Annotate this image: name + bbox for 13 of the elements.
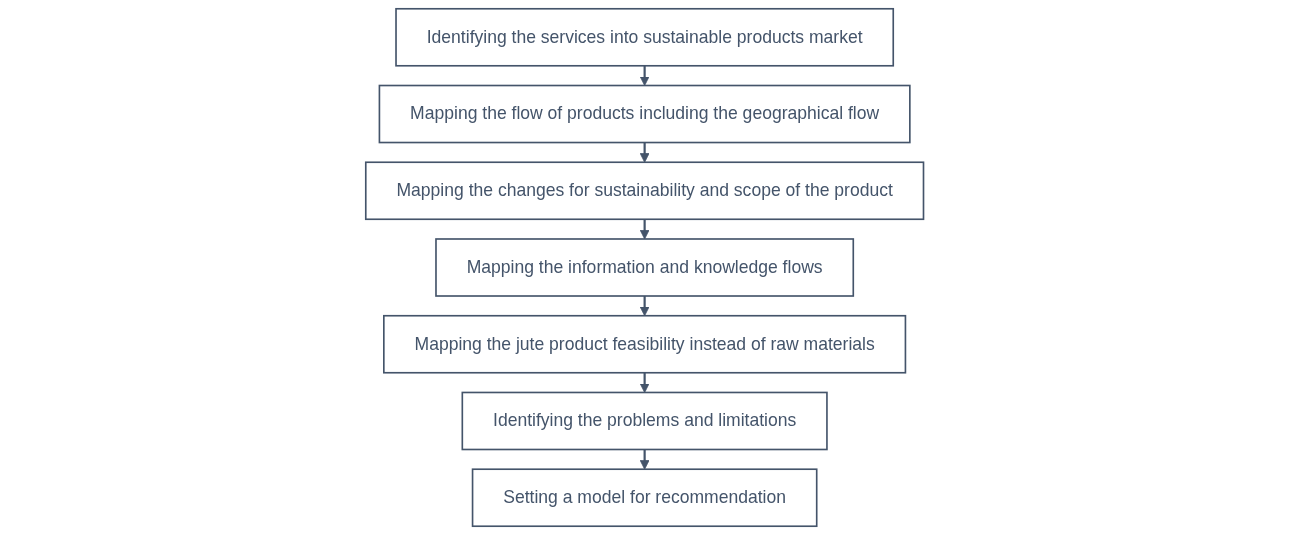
arrow	[640, 372, 650, 393]
node-box: Identifying the problems and limitations	[461, 391, 829, 451]
arrow	[640, 142, 650, 163]
arrow	[640, 449, 650, 470]
arrow	[640, 219, 650, 240]
node-box: Identifying the services into sustainable products market	[395, 7, 895, 67]
node-box: Mapping the jute product feasibility instead of raw materials	[383, 314, 907, 374]
node-box: Setting a model for recommendation	[472, 468, 818, 528]
node-box: Mapping the information and knowledge flows	[435, 238, 855, 297]
arrow	[640, 296, 650, 317]
node-box: Mapping the changes for sustainability and scope of the product	[365, 161, 925, 221]
arrow	[640, 65, 650, 86]
node-box: Mapping the flow of products including the geographical flow	[378, 84, 912, 144]
